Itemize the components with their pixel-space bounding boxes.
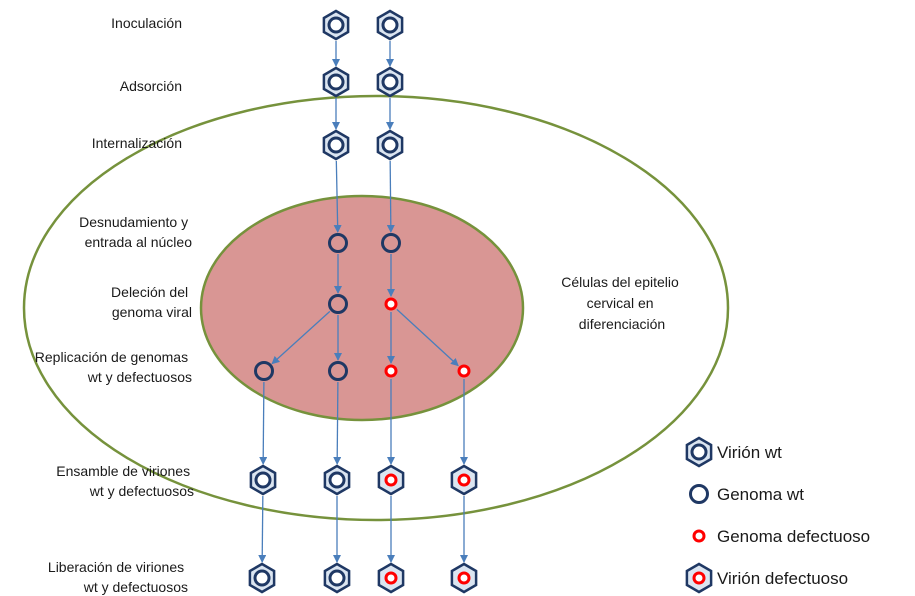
- legend-icons: [685, 436, 713, 594]
- genome-wt-icon: [254, 361, 274, 381]
- stage-label-release: Liberación de viriones wt y defectuosos: [48, 559, 188, 595]
- virion-defective-icon: [377, 464, 405, 496]
- virion-defective-icon: [450, 562, 478, 594]
- stage-labels: Inoculación Adsorción Internalización De…: [35, 15, 194, 595]
- flow-arrow: [271, 310, 331, 365]
- flow-arrow: [258, 495, 267, 564]
- legend-label-virion-defective: Virión defectuoso: [717, 569, 848, 588]
- genome-wt-icon: [328, 233, 348, 253]
- flow-arrow: [386, 160, 395, 234]
- genome-defective-icon: [384, 297, 398, 311]
- virion-wt-icon: [322, 66, 350, 98]
- virion-wt-icon: [376, 66, 404, 98]
- virion-wt-icon: [322, 129, 350, 161]
- cell-outline: [22, 94, 730, 522]
- stage-label-adsorption: Adsorción: [120, 78, 182, 94]
- genome-defective-icon: [457, 364, 471, 378]
- virion-wt-icon: [323, 562, 351, 594]
- virion-wt-icon: [376, 129, 404, 161]
- genome-wt-icon: [328, 361, 348, 381]
- cell-label: Células del epitelio cervical en diferen…: [561, 274, 682, 332]
- flow-arrow: [396, 308, 459, 367]
- legend-genome-defective-icon: [692, 529, 706, 543]
- symbols: [248, 9, 478, 594]
- legend-label-genome-defective: Genoma defectuoso: [717, 527, 870, 546]
- legend-genome-wt-icon: [689, 484, 709, 504]
- stage-label-internalization: Internalización: [92, 135, 182, 151]
- nucleus: [199, 194, 525, 422]
- arrows: [258, 41, 468, 564]
- genome-wt-icon: [328, 294, 348, 314]
- legend-virion-defective-icon: [685, 562, 713, 594]
- stage-label-inoculation: Inoculación: [111, 15, 182, 31]
- virion-wt-icon: [323, 464, 351, 496]
- legend-label-virion-wt: Virión wt: [717, 443, 782, 462]
- genome-wt-icon: [381, 233, 401, 253]
- stage-label-deletion: Deleción del genoma viral: [111, 284, 192, 320]
- virion-wt-icon: [376, 9, 404, 41]
- virion-defective-icon: [450, 464, 478, 496]
- legend: Virión wt Genoma wt Genoma defectuoso Vi…: [685, 436, 870, 594]
- stage-label-replication: Replicación de genomas wt y defectuosos: [35, 349, 192, 385]
- virion-wt-icon: [248, 562, 276, 594]
- stage-label-uncoating: Desnudamiento y entrada al núcleo: [79, 214, 192, 250]
- flow-arrow: [333, 381, 342, 466]
- stage-label-assembly: Ensamble de viriones wt y defectuosos: [56, 463, 194, 499]
- legend-virion-wt-icon: [685, 436, 713, 468]
- flow-arrow: [333, 160, 342, 234]
- virion-wt-icon: [249, 464, 277, 496]
- genome-defective-icon: [384, 364, 398, 378]
- legend-label-genome-wt: Genoma wt: [717, 485, 804, 504]
- virion-wt-icon: [322, 9, 350, 41]
- virion-defective-icon: [377, 562, 405, 594]
- flow-arrow: [259, 381, 268, 466]
